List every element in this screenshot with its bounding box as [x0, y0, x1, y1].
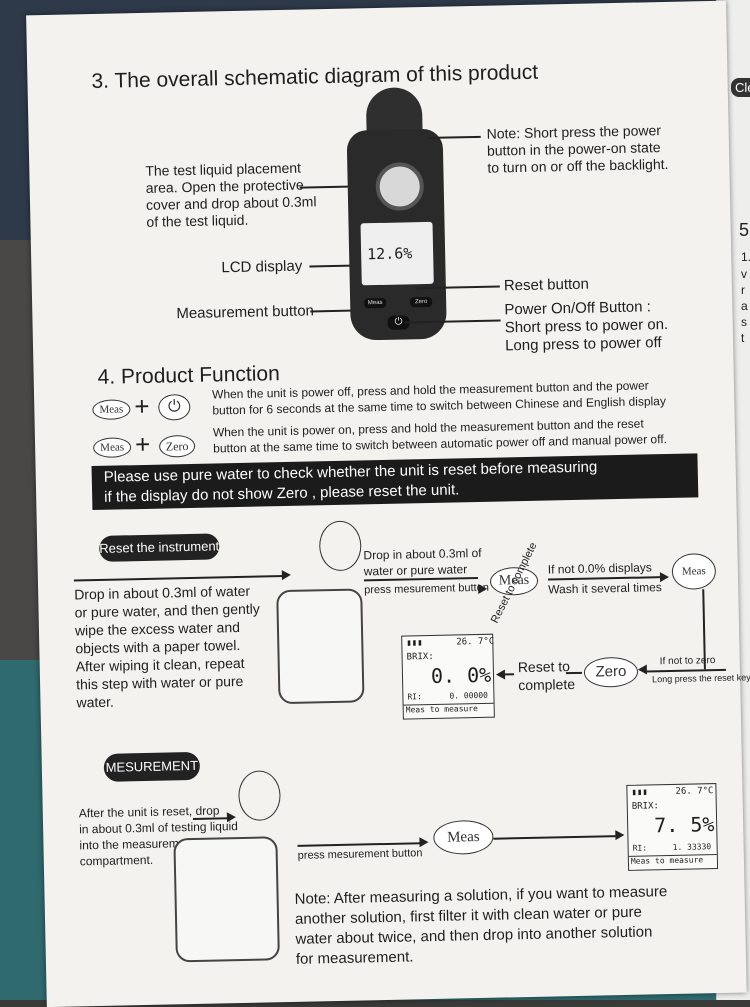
arrow-right-icon	[478, 583, 488, 594]
zero-button-step: Zero	[583, 656, 639, 688]
plus-sign: +	[133, 390, 150, 422]
arrow-right-icon	[419, 837, 429, 848]
side-page-fragment: 1.	[741, 250, 750, 264]
reset-text-6: this step with water or pure	[75, 672, 244, 693]
side-page-fragment: s	[741, 315, 747, 329]
reset-section-tag: Reset the instrument	[98, 533, 220, 562]
measure-result-line	[493, 835, 618, 840]
drop-text-1: Drop in about 0.3ml of	[363, 545, 482, 563]
refractometer-illustration: 12.6% Meas Zero ⏻	[346, 87, 447, 341]
zero-arrow-shaft	[565, 671, 582, 674]
side-page-fragment: v	[741, 267, 747, 281]
lcd-ri-label: RI:	[407, 692, 422, 702]
press-button-text: press mesurement button	[364, 581, 490, 597]
device-lcd: 12.6%	[360, 221, 434, 286]
device-sketch-reset	[276, 588, 365, 705]
lcd-reset-screen: ▮▮▮ 26. 7°C BRIX: 0. 0% RI: 0. 00000 Mea…	[401, 633, 495, 720]
note-line-3: to turn on or off the backlight.	[487, 155, 669, 176]
measure-text-2: in about 0.3ml of testing liquid	[78, 819, 239, 837]
reset-button-label: Reset button	[503, 275, 590, 295]
lcd-temp: 26. 7°C	[456, 636, 495, 648]
sketch-lid	[318, 520, 362, 572]
if-not-to-zero: If not to zero	[659, 655, 716, 668]
reset-warning-banner: Please use pure water to check whether t…	[91, 453, 699, 511]
press-measure-text: press mesurement button	[297, 847, 423, 862]
long-press-reset: Long press the reset key	[652, 672, 750, 685]
reset-text-7: water.	[76, 693, 114, 711]
lcd-measure-screen: ▮▮▮ 26. 7°C BRIX: 7. 5% RI: 1. 33330 Mea…	[626, 783, 719, 871]
final-note-4: for measurement.	[295, 948, 414, 968]
side-page-fragment: r	[741, 283, 745, 297]
lcd-ri-label: RI:	[632, 843, 648, 853]
measurement-button-label: Measurement button	[176, 302, 315, 323]
battery-icon: ▮▮▮	[406, 638, 423, 649]
side-page-number: 5	[739, 220, 750, 240]
measurement-section-tag: MESUREMENT	[103, 751, 201, 782]
meas-button-measure: Meas	[433, 819, 494, 855]
plus-sign: +	[134, 428, 151, 460]
meas-button-icon: Meas	[92, 437, 132, 459]
note-leader-line	[428, 135, 481, 139]
press-measure-line	[297, 842, 422, 847]
lcd-value: 0. 0%	[430, 662, 492, 688]
device-zero-button: Zero	[410, 296, 433, 308]
side-page-fragment: t	[741, 331, 745, 345]
reset-text-4: objects with a paper towel.	[75, 636, 241, 657]
lcd-footer: Meas to measure	[403, 702, 494, 715]
if-not-zero-underline	[645, 668, 726, 672]
device-lcd-reading: 12.6%	[366, 244, 413, 264]
device-meas-button: Meas	[364, 297, 387, 309]
lcd-footer: Meas to measure	[628, 854, 718, 866]
reset-leader-line	[415, 285, 500, 289]
complete-label: complete	[518, 675, 576, 694]
arrow-right-icon	[281, 569, 291, 581]
arrow-right-icon	[615, 829, 625, 841]
lcd-value: 7. 5%	[653, 812, 715, 838]
battery-icon: ▮▮▮	[631, 787, 648, 798]
reset-leader-line	[73, 575, 284, 581]
lcd-ri-value: 1. 33330	[672, 842, 712, 852]
arrow-right-icon	[659, 571, 670, 583]
power-label-1: Power On/Off Button :	[504, 298, 651, 319]
lcd-brix: BRIX:	[406, 651, 434, 663]
device-sketch-measure	[173, 836, 280, 963]
reset-text-3: wipe the excess water and	[74, 618, 241, 639]
zero-button-icon: Zero	[158, 434, 196, 458]
power-label-2: Short press to power on.	[504, 315, 669, 337]
power-button-icon: ⏻	[158, 393, 191, 421]
placement-label-3: cover and drop about 0.3ml	[145, 193, 317, 213]
sketch-lid-measure	[237, 770, 281, 822]
reset-to-label: Reset to	[517, 658, 571, 676]
lcd-temp: 26. 7°C	[675, 786, 714, 797]
arrow-shaft	[501, 673, 514, 676]
placement-label-4: of the test liquid.	[146, 211, 249, 230]
meas-button-retry: Meas	[671, 553, 717, 590]
lcd-ri-value: 0. 00000	[449, 690, 489, 701]
if-not-zero-displays: If not 0.0% displays	[547, 560, 652, 577]
meas-button-icon: Meas	[92, 399, 131, 421]
manual-page: 3. The overall schematic diagram of this…	[26, 0, 750, 1007]
power-label-3: Long press to power off	[504, 334, 662, 355]
wash-text: Wash it several times	[548, 580, 662, 597]
section3-title: 3. The overall schematic diagram of this…	[91, 60, 539, 93]
measure-text-4: compartment.	[79, 852, 154, 869]
lcd-display-label: LCD display	[221, 257, 303, 277]
side-page-fragment: a	[741, 299, 748, 313]
side-page-tab: Cle	[731, 78, 750, 97]
arrow-right-icon	[226, 812, 237, 823]
reset-text-5: After wiping it clean, repeat	[75, 654, 245, 675]
lcd-brix: BRIX:	[631, 801, 659, 812]
